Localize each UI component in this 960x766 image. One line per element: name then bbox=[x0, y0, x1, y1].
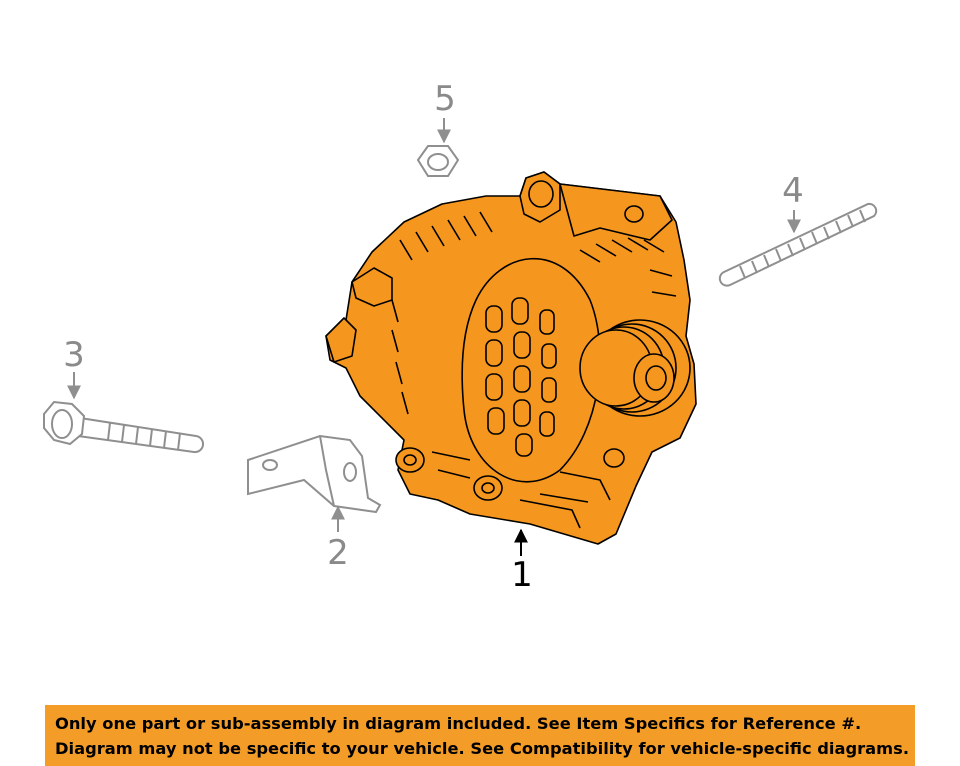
bracket-part bbox=[247, 434, 382, 514]
callout-number-3: 3 bbox=[63, 335, 85, 375]
nut-part bbox=[416, 145, 460, 177]
stud-part bbox=[718, 202, 878, 287]
bolt-part bbox=[43, 400, 205, 454]
parts-diagram bbox=[43, 118, 878, 556]
callout-number-5: 5 bbox=[434, 79, 456, 119]
alternator-part bbox=[325, 171, 697, 545]
disclaimer-banner: Only one part or sub-assembly in diagram… bbox=[45, 705, 915, 766]
disclaimer-line-1: Only one part or sub-assembly in diagram… bbox=[55, 713, 862, 733]
disclaimer-line-2: Diagram may not be specific to your vehi… bbox=[55, 738, 910, 758]
callout-number-2: 2 bbox=[327, 533, 349, 573]
callout-number-1: 1 bbox=[511, 555, 533, 595]
callout-number-4: 4 bbox=[782, 171, 804, 211]
